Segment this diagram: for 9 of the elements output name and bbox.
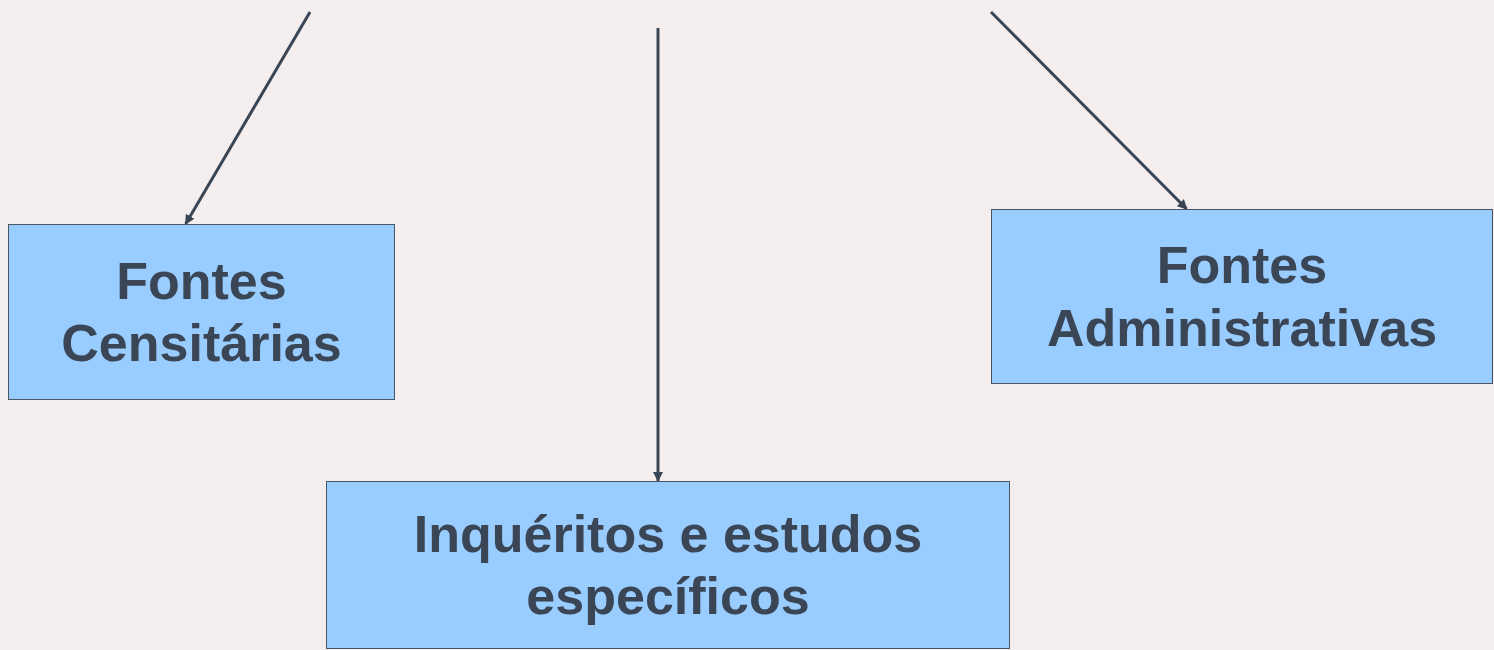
- arrow: [989, 10, 1188, 211]
- process-box: [991, 209, 1493, 384]
- process-box: [326, 481, 1010, 649]
- process-box: [8, 224, 395, 400]
- box-label: Inquéritos e estudos específicos: [412, 503, 924, 627]
- arrow: [184, 11, 312, 225]
- arrow: [653, 28, 663, 482]
- box-label: Fontes Censitárias: [60, 250, 343, 374]
- box-label: Fontes Administrativas: [1045, 235, 1439, 359]
